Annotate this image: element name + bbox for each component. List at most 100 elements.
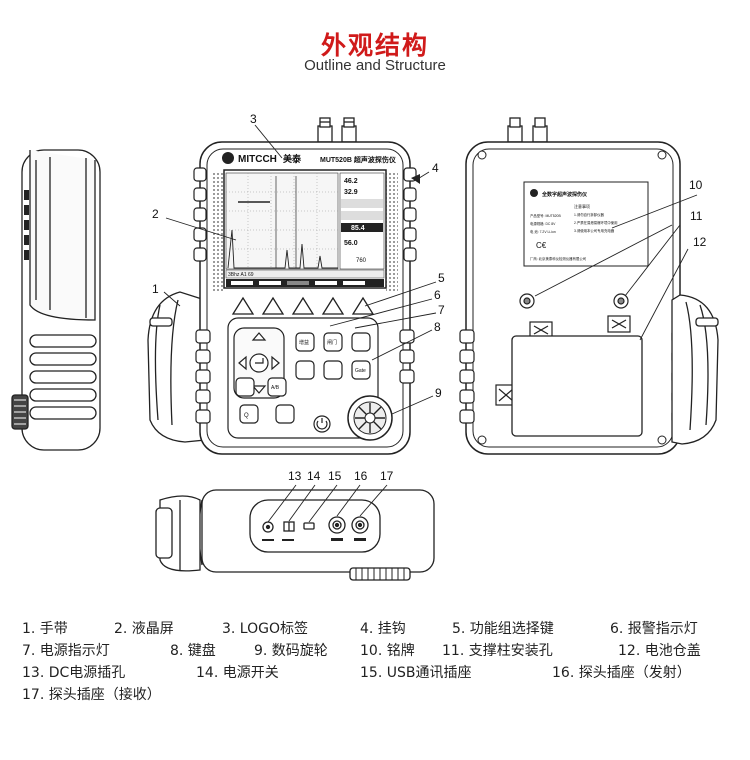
front-view: MITCCH 美泰 MUT520B 超声波探伤仪 46.2 32.9 bbox=[147, 117, 420, 455]
legend-row: 13. DC电源插孔 14. 电源开关 15. USB通讯插座 16. 探头插座… bbox=[22, 662, 732, 684]
callout-12: 12 bbox=[693, 235, 707, 249]
structure-diagram: MITCCH 美泰 MUT520B 超声波探伤仪 46.2 32.9 bbox=[11, 112, 719, 581]
plate-note-1: 1.请勿自行拆卸仪器 bbox=[574, 212, 605, 217]
legend-item: 4. 挂钩 bbox=[360, 621, 406, 637]
plate-note-2: 2.严禁在易燃易爆环境中使用 bbox=[574, 220, 618, 225]
function-key-5[interactable] bbox=[351, 296, 375, 315]
legend-item: 15. USB通讯插座 bbox=[360, 665, 472, 681]
legend-item: 14. 电源开关 bbox=[196, 665, 279, 681]
nameplate: 全数字超声波探伤仪 注意事项 产品型号: MUT520B 电源规格: DC 8V… bbox=[523, 181, 649, 267]
plate-maker: 厂商: 北京美泰科仪检测仪器有限公司 bbox=[530, 256, 586, 261]
bottom-view bbox=[155, 489, 435, 581]
legend-item: 12. 电池仓盖 bbox=[618, 643, 701, 659]
callout-2: 2 bbox=[152, 207, 159, 221]
key-r2-2[interactable] bbox=[323, 360, 343, 380]
callout-3: 3 bbox=[250, 112, 257, 126]
plate-spec-3: 电 池: 7.2V Li-ion bbox=[530, 229, 556, 234]
function-key-1[interactable] bbox=[231, 296, 255, 315]
gate-key-label: 闸门 bbox=[327, 339, 337, 346]
function-key-2[interactable] bbox=[261, 296, 285, 315]
key-r3-2[interactable] bbox=[275, 404, 295, 424]
arrow-left-icon[interactable] bbox=[238, 355, 247, 371]
key-r1-3[interactable] bbox=[351, 332, 371, 352]
encoder-wheel[interactable] bbox=[347, 395, 393, 441]
legend-item: 6. 报警指示灯 bbox=[610, 621, 698, 637]
callout-6: 6 bbox=[434, 288, 441, 302]
freeze-key[interactable] bbox=[239, 404, 259, 424]
legend-item: 8. 键盘 bbox=[170, 643, 216, 659]
legend-item: 10. 铭牌 bbox=[360, 643, 415, 659]
legend-item: 11. 支撑柱安装孔 bbox=[442, 643, 553, 659]
gain-key[interactable] bbox=[295, 332, 315, 352]
plate-title: 全数字超声波探伤仪 bbox=[541, 191, 588, 198]
ab-key[interactable] bbox=[267, 377, 287, 397]
arrow-down-icon[interactable] bbox=[251, 385, 267, 394]
callout-17: 17 bbox=[380, 469, 394, 483]
callout-numbers: 1 2 3 4 5 6 7 8 9 10 11 12 13 14 15 16 1… bbox=[152, 112, 707, 483]
callout-14: 14 bbox=[307, 469, 321, 483]
hook-icon bbox=[411, 174, 420, 184]
power-button[interactable] bbox=[313, 415, 331, 433]
legend-item: 3. LOGO标签 bbox=[222, 621, 308, 637]
reading-3: 85.4 bbox=[351, 225, 365, 232]
legend-item: 2. 液晶屏 bbox=[114, 621, 174, 637]
battery-cover[interactable] bbox=[511, 335, 643, 437]
ce-mark: C€ bbox=[536, 241, 547, 250]
ab-key-label: A/B bbox=[271, 385, 280, 391]
page-subtitle: Outline and Structure bbox=[304, 57, 446, 74]
back-view: 全数字超声波探伤仪 注意事项 产品型号: MUT520B 电源规格: DC 8V… bbox=[459, 117, 719, 455]
callout-4: 4 bbox=[432, 161, 439, 175]
side-view bbox=[11, 149, 101, 451]
callout-16: 16 bbox=[354, 469, 368, 483]
brand-cn-text: 美泰 bbox=[283, 153, 302, 164]
callout-7: 7 bbox=[438, 303, 445, 317]
arrow-right-icon[interactable] bbox=[271, 355, 280, 371]
function-key-3[interactable] bbox=[291, 296, 315, 315]
legend-item: 16. 探头插座（发射） bbox=[552, 665, 691, 681]
brand-text: MITCCH bbox=[238, 154, 277, 165]
gate-mode-key[interactable] bbox=[351, 360, 371, 380]
callout-13: 13 bbox=[288, 469, 302, 483]
key-r2-0[interactable] bbox=[235, 377, 255, 397]
callout-5: 5 bbox=[438, 271, 445, 285]
callout-11: 11 bbox=[690, 209, 703, 223]
reading-5: 760 bbox=[356, 258, 367, 264]
gain-key-label: 增益 bbox=[299, 339, 309, 346]
reading-2: 32.9 bbox=[344, 189, 358, 196]
callout-1: 1 bbox=[152, 282, 159, 296]
gate-mode-label: Gate bbox=[355, 368, 366, 374]
page-title: 外观结构 bbox=[320, 31, 429, 60]
callout-lines bbox=[163, 124, 698, 523]
legend-row: 7. 电源指示灯 8. 键盘 9. 数码旋轮 10. 铭牌 11. 支撑柱安装孔… bbox=[22, 640, 732, 662]
plate-spec-2: 电源规格: DC 8V bbox=[530, 221, 556, 226]
legend-item: 9. 数码旋轮 bbox=[254, 643, 328, 659]
legend-row: 17. 探头插座（接收） bbox=[22, 684, 732, 706]
plate-spec-1: 产品型号: MUT520B bbox=[530, 213, 561, 218]
key-label-q: Q bbox=[244, 413, 249, 419]
screen-status: 3Bhz A1 69 bbox=[228, 272, 254, 278]
key-r2-1[interactable] bbox=[295, 360, 315, 380]
legend-item: 1. 手带 bbox=[22, 621, 68, 637]
model-text: MUT520B 超声波探伤仪 bbox=[320, 155, 397, 164]
legend: 1. 手带 2. 液晶屏 3. LOGO标签 4. 挂钩 5. 功能组选择键 6… bbox=[22, 618, 732, 706]
enter-icon bbox=[255, 358, 264, 364]
arrow-up-icon[interactable] bbox=[251, 332, 267, 341]
function-keys bbox=[231, 296, 375, 315]
legend-item: 13. DC电源插孔 bbox=[22, 665, 126, 681]
legend-item: 17. 探头插座（接收） bbox=[22, 687, 161, 703]
callout-10: 10 bbox=[689, 178, 703, 192]
callout-8: 8 bbox=[434, 320, 441, 334]
callout-9: 9 bbox=[435, 386, 442, 400]
plate-note-3: 3.请使用本公司专用充电器 bbox=[574, 228, 615, 233]
usb-port[interactable] bbox=[303, 522, 315, 530]
legend-row: 1. 手带 2. 液晶屏 3. LOGO标签 4. 挂钩 5. 功能组选择键 6… bbox=[22, 618, 732, 640]
power-icon bbox=[316, 418, 328, 430]
plate-heading: 注意事项 bbox=[574, 203, 590, 209]
function-key-4[interactable] bbox=[321, 296, 345, 315]
logo-label: MITCCH 美泰 MUT520B 超声波探伤仪 bbox=[222, 152, 397, 165]
reading-4: 56.0 bbox=[344, 240, 358, 247]
keyboard bbox=[227, 317, 379, 439]
gate-key[interactable] bbox=[323, 332, 343, 352]
lcd-screen: 46.2 32.9 85.4 56.0 760 3Bhz A1 69 bbox=[223, 169, 387, 289]
legend-item: 5. 功能组选择键 bbox=[452, 621, 554, 637]
